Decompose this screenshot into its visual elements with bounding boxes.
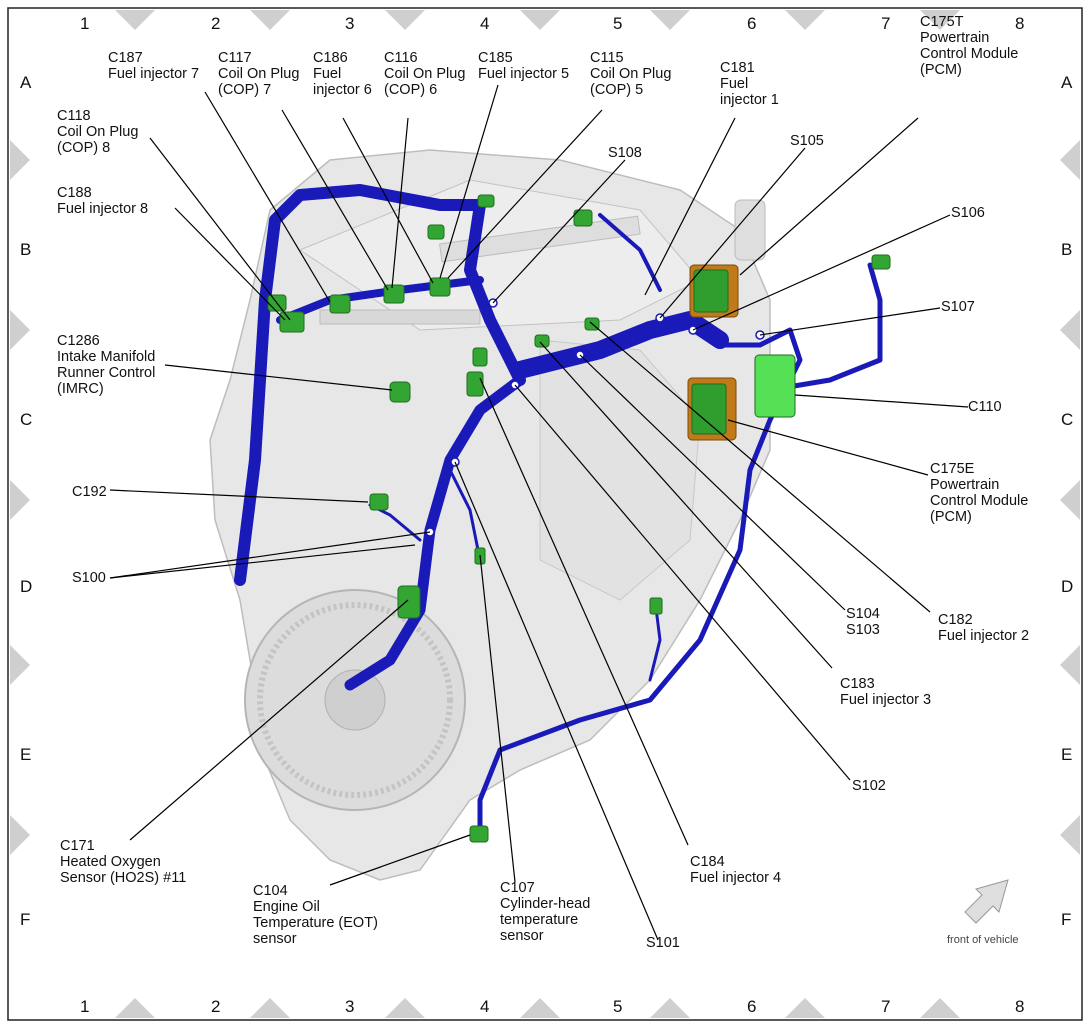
connector-c182 (534, 334, 550, 348)
label-s106: S106 (951, 205, 985, 221)
label-s108: S108 (608, 145, 642, 161)
grid-row-b-left: B (20, 240, 32, 259)
connector-c117 (383, 284, 405, 304)
label-s105: S105 (790, 133, 824, 149)
label-c182: C182 Fuel injector 2 (938, 612, 1030, 644)
grid-col-1-top: 1 (80, 14, 90, 33)
grid-row-e-left: E (20, 745, 32, 764)
grid-col-8-bottom: 8 (1015, 997, 1025, 1016)
label-c185: C185 Fuel injector 5 (478, 50, 570, 82)
connector-c115 (573, 209, 593, 227)
label-c115: C115 Coil On Plug (COP) 5 (590, 50, 672, 98)
grid-col-5-top: 5 (613, 14, 623, 33)
connector-c110 (754, 354, 796, 418)
grid-row-a-left: A (20, 73, 32, 92)
label-s104-s103: S104 S103 (846, 606, 880, 638)
label-c183: C183 Fuel injector 3 (840, 676, 932, 708)
grid-row-f-left: F (20, 910, 31, 929)
front-arrow-icon (964, 879, 1009, 924)
label-c118: C118 Coil On Plug (COP) 8 (57, 108, 139, 156)
grid-col-4-top: 4 (480, 14, 490, 33)
grid-markers (10, 10, 1080, 1018)
grid-col-1-bottom: 1 (80, 997, 90, 1016)
connector-c187 (329, 294, 351, 314)
label-s100: S100 (72, 570, 106, 586)
grid-col-7-top: 7 (881, 14, 891, 33)
label-c107: C107 Cylinder-head temperature sensor (500, 880, 591, 944)
label-c192: C192 (72, 484, 107, 500)
grid-row-f-right: F (1061, 910, 1072, 929)
front-of-vehicle-label: front of vehicle (947, 934, 1019, 946)
grid-col-6-top: 6 (747, 14, 757, 33)
grid-row-d-left: D (20, 577, 33, 596)
label-c175t: C175T Powertrain Control Module (PCM) (920, 14, 1019, 78)
connector-c104 (469, 825, 489, 843)
leader-lines (109, 84, 969, 941)
grid-row-d-right: D (1061, 577, 1074, 596)
connector-c184 (466, 371, 484, 397)
connector-c171 (397, 585, 421, 619)
connectors (267, 194, 891, 843)
label-c110: C110 (968, 399, 1002, 415)
label-s107: S107 (941, 299, 975, 315)
label-c188: C188 Fuel injector 8 (57, 185, 149, 217)
grid-col-8-top: 8 (1015, 14, 1025, 33)
grid-row-c-right: C (1061, 410, 1074, 429)
connector-c186 (429, 277, 451, 297)
grid-col-3-bottom: 3 (345, 997, 355, 1016)
connector-c1286 (389, 381, 411, 403)
connector-s106-pigtail (871, 254, 891, 270)
grid-row-c-left: C (20, 410, 33, 429)
grid-col-5-bottom: 5 (613, 997, 623, 1016)
label-c104: C104 Engine Oil Temperature (EOT) sensor (253, 883, 378, 947)
label-c181: C181 Fuel injector 1 (720, 60, 779, 108)
connector-c116 (427, 224, 445, 240)
label-c116: C116 Coil On Plug (COP) 6 (384, 50, 466, 98)
label-c184: C184 Fuel injector 4 (690, 854, 782, 886)
label-c187: C187 Fuel injector 7 (108, 50, 200, 82)
label-c117: C117 Coil On Plug (COP) 7 (218, 50, 300, 98)
pcm-connectors (687, 264, 739, 441)
connector-c185 (477, 194, 495, 208)
label-c186: C186 Fuel injector 6 (313, 50, 372, 98)
frame-border (7, 7, 1083, 1021)
label-s101: S101 (646, 935, 680, 951)
grid-col-3-top: 3 (345, 14, 355, 33)
connector-c188 (279, 311, 305, 333)
connector-s102-pigtail (649, 597, 663, 615)
grid-col-2-top: 2 (211, 14, 221, 33)
grid-col-2-bottom: 2 (211, 997, 221, 1016)
grid-row-b-right: B (1061, 240, 1073, 259)
grid-col-4-bottom: 4 (480, 997, 490, 1016)
grid-col-7-bottom: 7 (881, 997, 891, 1016)
connector-c192 (369, 493, 389, 511)
connector-c183 (472, 347, 488, 367)
label-c175e: C175E Powertrain Control Module (PCM) (930, 461, 1029, 525)
grid-row-a-right: A (1061, 73, 1073, 92)
label-c171: C171 Heated Oxygen Sensor (HO2S) #11 (60, 838, 187, 886)
grid-col-6-bottom: 6 (747, 997, 757, 1016)
label-s102: S102 (852, 778, 886, 794)
grid-row-e-right: E (1061, 745, 1073, 764)
label-c1286: C1286 Intake Manifold Runner Control (IM… (57, 333, 156, 397)
